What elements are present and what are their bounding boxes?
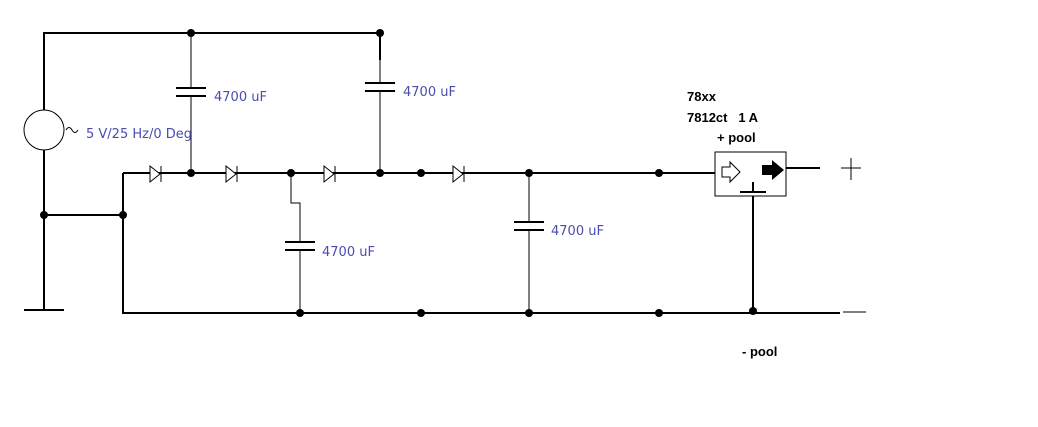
minus-pole-label: - pool: [742, 344, 777, 359]
diode-1: [149, 164, 162, 184]
capacitor-c4-label: 4700 uF: [551, 224, 604, 239]
source-label: 5 V/25 Hz/0 Deg: [86, 127, 192, 142]
regulator-7812: [714, 151, 787, 313]
regulator-family-label: 78xx: [687, 89, 717, 104]
regulator-part-label: 7812ct 1 A: [687, 110, 759, 125]
terminal-plus: [841, 158, 861, 180]
diode-2: [225, 164, 238, 184]
junction-dots: [40, 29, 757, 317]
capacitor-c3: [285, 173, 315, 313]
diode-4: [452, 164, 465, 184]
capacitor-c2-label: 4700 uF: [403, 85, 456, 100]
ac-source: [23, 32, 381, 311]
capacitor-c2: [365, 60, 395, 173]
ground-rail: [122, 173, 840, 314]
plus-pole-label: + pool: [717, 130, 756, 145]
capacitor-c1-label: 4700 uF: [214, 90, 267, 105]
capacitor-c3-label: 4700 uF: [322, 245, 375, 260]
diode-3: [323, 164, 336, 184]
capacitor-c4: [514, 173, 544, 313]
capacitor-c1: [176, 33, 206, 173]
